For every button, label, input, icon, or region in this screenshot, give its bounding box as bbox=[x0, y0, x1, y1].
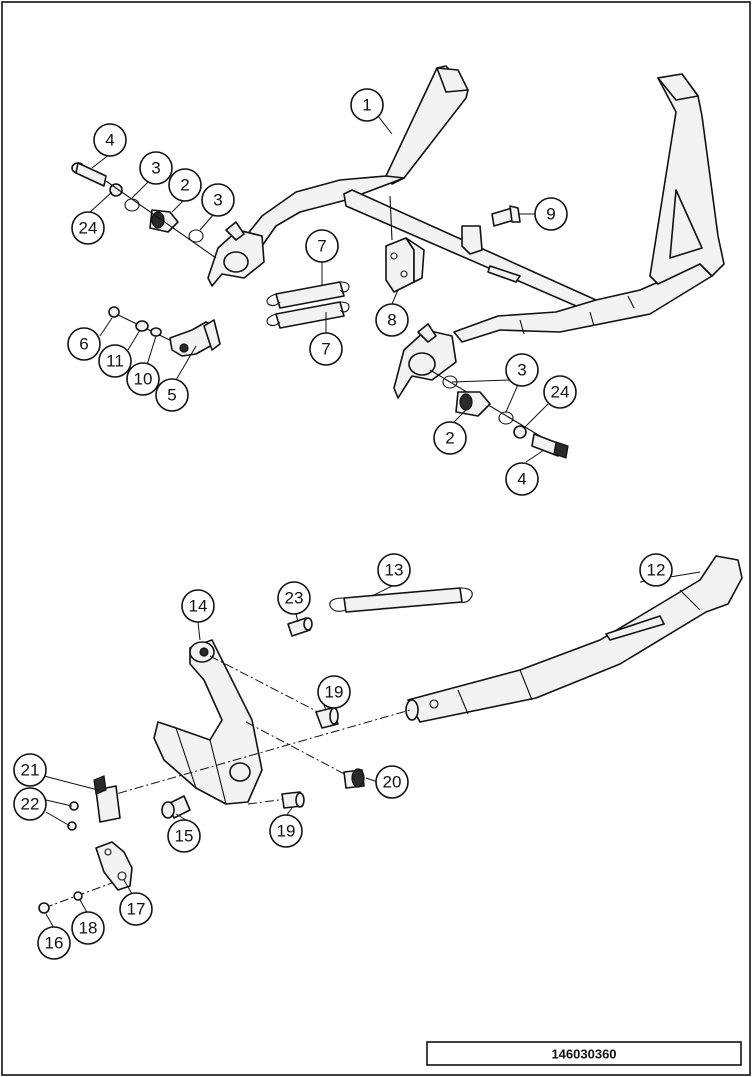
callout-c22: 22 bbox=[13, 787, 47, 821]
callout-c11: 11 bbox=[98, 344, 132, 378]
callout-c7a: 7 bbox=[305, 229, 339, 263]
callout-c16: 16 bbox=[37, 926, 71, 960]
callout-label: 23 bbox=[285, 589, 304, 608]
reference-number: 146030360 bbox=[551, 1047, 616, 1062]
leader-lines bbox=[43, 115, 701, 929]
callout-label: 9 bbox=[546, 205, 555, 224]
nut-19-lower bbox=[281, 791, 305, 809]
callout-c24a: 24 bbox=[71, 211, 105, 245]
callout-label: 16 bbox=[45, 934, 64, 953]
left-pivot-hardware bbox=[71, 162, 217, 259]
callout-c8: 8 bbox=[375, 303, 409, 337]
callout-c3c: 3 bbox=[505, 353, 539, 387]
callout-label: 3 bbox=[517, 361, 526, 380]
right-pivot-hardware bbox=[429, 369, 569, 459]
callout-c17: 17 bbox=[119, 892, 153, 926]
callout-c18: 18 bbox=[71, 911, 105, 945]
callout-label: 10 bbox=[134, 370, 153, 389]
bushing-23 bbox=[287, 617, 313, 637]
callout-c2b: 2 bbox=[433, 421, 467, 455]
callout-c19b: 19 bbox=[269, 814, 303, 848]
left-pivot-boss bbox=[207, 221, 265, 287]
callout-label: 7 bbox=[321, 340, 330, 359]
callout-c5: 5 bbox=[155, 378, 189, 412]
callout-label: 2 bbox=[180, 176, 189, 195]
sensor-21-group bbox=[67, 775, 121, 831]
bolt-20 bbox=[343, 768, 365, 789]
callout-c13: 13 bbox=[377, 553, 411, 587]
callout-c14: 14 bbox=[181, 589, 215, 623]
springs bbox=[266, 281, 350, 329]
callout-label: 6 bbox=[79, 335, 88, 354]
callout-label: 18 bbox=[79, 919, 98, 938]
callout-c3b: 3 bbox=[201, 183, 235, 217]
nut-19-upper bbox=[315, 707, 339, 729]
callout-label: 3 bbox=[213, 191, 222, 210]
callout-label: 1 bbox=[362, 96, 371, 115]
right-pivot-boss bbox=[393, 323, 457, 399]
callout-c21: 21 bbox=[13, 753, 47, 787]
callout-c12: 12 bbox=[639, 553, 673, 587]
callout-label: 4 bbox=[105, 131, 114, 150]
callout-c15: 15 bbox=[167, 819, 201, 853]
callout-c7b: 7 bbox=[309, 332, 343, 366]
callout-label: 14 bbox=[189, 597, 208, 616]
reference-number-box: 146030360 bbox=[426, 1041, 742, 1066]
callout-label: 20 bbox=[383, 773, 402, 792]
bushing-15 bbox=[161, 795, 191, 819]
callout-label: 24 bbox=[79, 219, 98, 238]
callout-label: 3 bbox=[151, 159, 160, 178]
bolt-9 bbox=[491, 205, 521, 227]
callout-c4a: 4 bbox=[93, 123, 127, 157]
callout-c19a: 19 bbox=[317, 675, 351, 709]
callout-c20: 20 bbox=[375, 765, 409, 799]
callout-label: 24 bbox=[551, 383, 570, 402]
callout-label: 19 bbox=[277, 822, 296, 841]
callout-label: 4 bbox=[517, 470, 526, 489]
callout-label: 19 bbox=[325, 683, 344, 702]
callout-c6: 6 bbox=[67, 327, 101, 361]
callout-label: 15 bbox=[175, 827, 194, 846]
callout-label: 13 bbox=[385, 561, 404, 580]
sensor-bracket-group bbox=[108, 306, 221, 357]
bracket-17-group bbox=[38, 841, 133, 914]
callout-label: 5 bbox=[167, 386, 176, 405]
callout-c2a: 2 bbox=[168, 168, 202, 202]
callout-label: 11 bbox=[106, 352, 124, 371]
callout-c24b: 24 bbox=[543, 375, 577, 409]
side-stand-bracket bbox=[153, 639, 263, 805]
callout-label: 17 bbox=[127, 900, 146, 919]
callout-label: 2 bbox=[445, 429, 454, 448]
side-stand-leg bbox=[405, 555, 743, 723]
callout-label: 22 bbox=[21, 795, 40, 814]
callout-c1: 1 bbox=[350, 88, 384, 122]
callout-c3a: 3 bbox=[139, 151, 173, 185]
bracket-8 bbox=[385, 237, 425, 293]
spring-13 bbox=[329, 587, 473, 613]
callout-label: 8 bbox=[387, 311, 396, 330]
callout-label: 21 bbox=[21, 761, 40, 780]
callout-label: 12 bbox=[647, 561, 666, 580]
callout-label: 7 bbox=[317, 237, 326, 256]
callout-c9: 9 bbox=[534, 197, 568, 231]
callout-c10: 10 bbox=[126, 362, 160, 396]
callout-c23: 23 bbox=[277, 581, 311, 615]
callout-c4b: 4 bbox=[505, 462, 539, 496]
